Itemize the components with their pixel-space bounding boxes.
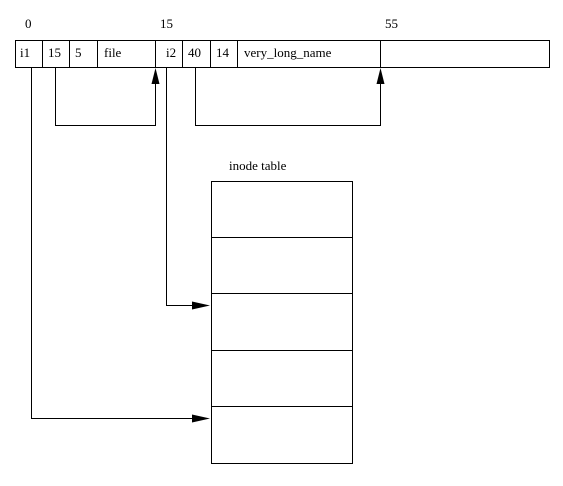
record-length-arrow-1	[55, 68, 160, 126]
entry1-record-length: 15	[48, 45, 61, 60]
inode-slot	[211, 237, 353, 294]
offset-label-0: 0	[25, 16, 32, 31]
record-length-arrow-2	[195, 68, 385, 126]
entry2-name-length: 14	[216, 45, 230, 60]
inode-table-title: inode table	[229, 158, 287, 173]
inode-table	[211, 181, 353, 464]
entry2-record-length: 40	[188, 45, 201, 60]
entry1-inode: i1	[20, 45, 30, 60]
entry1-name: file	[104, 45, 122, 60]
inode-pointer-i1	[31, 68, 210, 423]
field-dividers	[42, 40, 381, 68]
offset-label-55: 55	[385, 16, 398, 31]
inode-slot-i1	[211, 406, 353, 464]
inode-slot	[211, 181, 353, 238]
directory-block	[15, 40, 550, 68]
offset-label-15: 15	[160, 16, 173, 31]
inode-pointer-i2	[166, 68, 210, 310]
entry2-name: very_long_name	[244, 45, 332, 60]
inode-slot-i2	[211, 293, 353, 351]
entry1-name-length: 5	[75, 45, 82, 60]
entry2-inode: i2	[166, 45, 176, 60]
inode-slot	[211, 350, 353, 407]
